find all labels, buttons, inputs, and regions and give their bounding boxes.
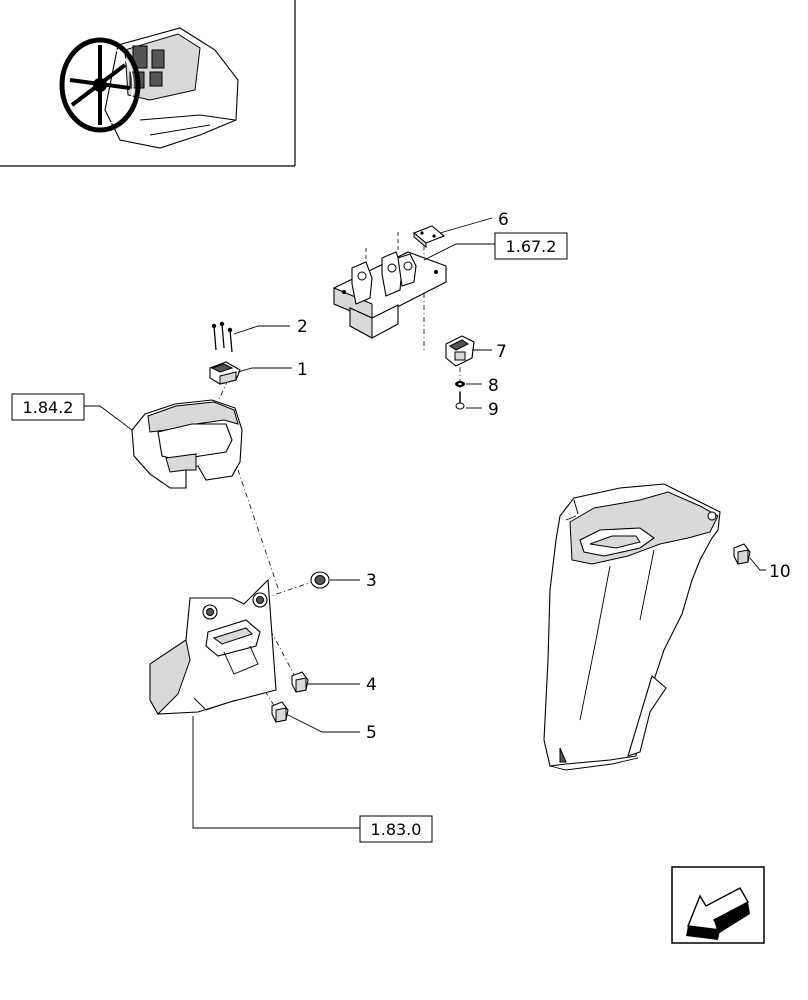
part-7-switch[interactable] bbox=[445, 335, 475, 367]
part-8-washer[interactable] bbox=[455, 381, 465, 387]
ref-1-84-2-label: 1.84.2 bbox=[23, 398, 74, 417]
callout-8: 8 bbox=[488, 376, 499, 396]
part-1-switch[interactable] bbox=[209, 361, 241, 385]
part-6-plate[interactable] bbox=[412, 225, 446, 249]
ref-1-83-0[interactable]: 1.83.0 bbox=[359, 815, 433, 843]
callout-10: 10 bbox=[769, 562, 791, 582]
ref-1-83-0-label: 1.83.0 bbox=[371, 820, 422, 839]
callout-7: 7 bbox=[496, 342, 507, 362]
callout-5: 5 bbox=[366, 723, 377, 743]
ref-1-67-2-label: 1.67.2 bbox=[506, 237, 557, 256]
callout-6: 6 bbox=[498, 210, 509, 230]
tractor-dashboard-icon[interactable] bbox=[59, 27, 239, 149]
leader-lines bbox=[84, 217, 766, 829]
arrow-icon[interactable] bbox=[671, 866, 765, 944]
part-2-screws[interactable] bbox=[211, 321, 233, 353]
ref-1-67-2[interactable]: 1.67.2 bbox=[494, 232, 568, 260]
upper-dash-cover[interactable] bbox=[131, 399, 243, 489]
ref-1-84-2[interactable]: 1.84.2 bbox=[11, 393, 85, 421]
part-9-screw[interactable] bbox=[455, 392, 465, 410]
bracket-assembly[interactable] bbox=[333, 232, 447, 339]
callout-1: 1 bbox=[297, 360, 308, 380]
callout-4: 4 bbox=[366, 675, 377, 695]
part-10-clip[interactable] bbox=[733, 543, 751, 565]
side-panel[interactable] bbox=[543, 483, 721, 771]
thumbnail-frame bbox=[0, 0, 296, 167]
part-5-clip[interactable] bbox=[271, 701, 289, 723]
lower-dash-panel[interactable] bbox=[149, 578, 277, 715]
part-4-clip[interactable] bbox=[291, 671, 309, 693]
callout-2: 2 bbox=[297, 317, 308, 337]
callout-3: 3 bbox=[366, 571, 377, 591]
part-3-grommet[interactable] bbox=[310, 571, 330, 589]
callout-9: 9 bbox=[488, 400, 499, 420]
